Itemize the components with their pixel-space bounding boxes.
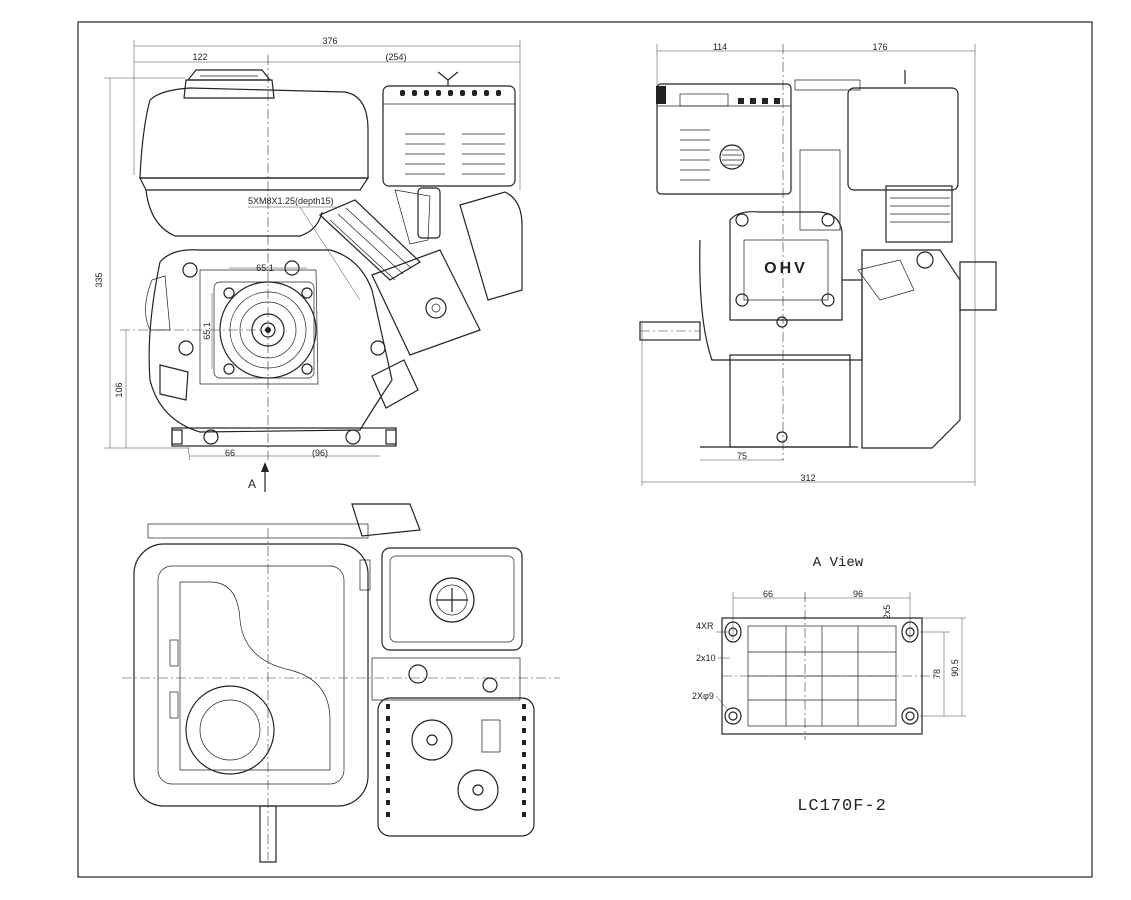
dim-base-right: (96) [312,448,328,458]
a-view: A View 66 96 2x5 4XR 2x10 2Xφ9 [692,555,966,740]
side-view: 114 176 OHV [639,42,997,486]
model-name: LC170F-2 [797,797,887,816]
view-arrow-label: A [248,477,256,491]
dim-right-offset: (254) [385,52,406,62]
dim-a-holes: 2Xφ9 [692,691,714,701]
dim-shaft-height: 106 [114,382,124,397]
dim-a-radius: 4XR [696,621,714,631]
dim-a-outer-height: 90.5 [950,659,960,677]
dim-left-offset: 122 [192,52,207,62]
front-view: 376 122 (254) 335 106 [94,36,523,492]
drawing-border [77,21,1093,878]
dim-a-right: 96 [853,589,863,599]
dim-side-overall: 312 [800,473,815,483]
dim-a-slot: 2x5 [882,605,892,620]
dim-overall-width: 376 [322,36,337,46]
dim-side-base: 75 [737,451,747,461]
dim-base-left: 66 [225,448,235,458]
top-view [122,503,560,863]
ohv-badge-text: OHV [764,260,808,277]
a-view-title: A View [813,555,864,571]
dim-pcd-vertical: 65.1 [202,322,212,340]
dim-side-right: 176 [872,42,887,52]
dim-a-slot-width: 2x10 [696,653,716,663]
dim-pcd-horizontal: 65.1 [256,263,274,273]
dim-a-inner-height: 78 [932,669,942,679]
dim-a-left: 66 [763,589,773,599]
air-cleaner-front [382,85,516,187]
dim-height: 335 [94,272,104,287]
dim-side-left: 114 [713,42,727,52]
thread-note: 5XM8X1.25(depth15) [248,196,334,206]
